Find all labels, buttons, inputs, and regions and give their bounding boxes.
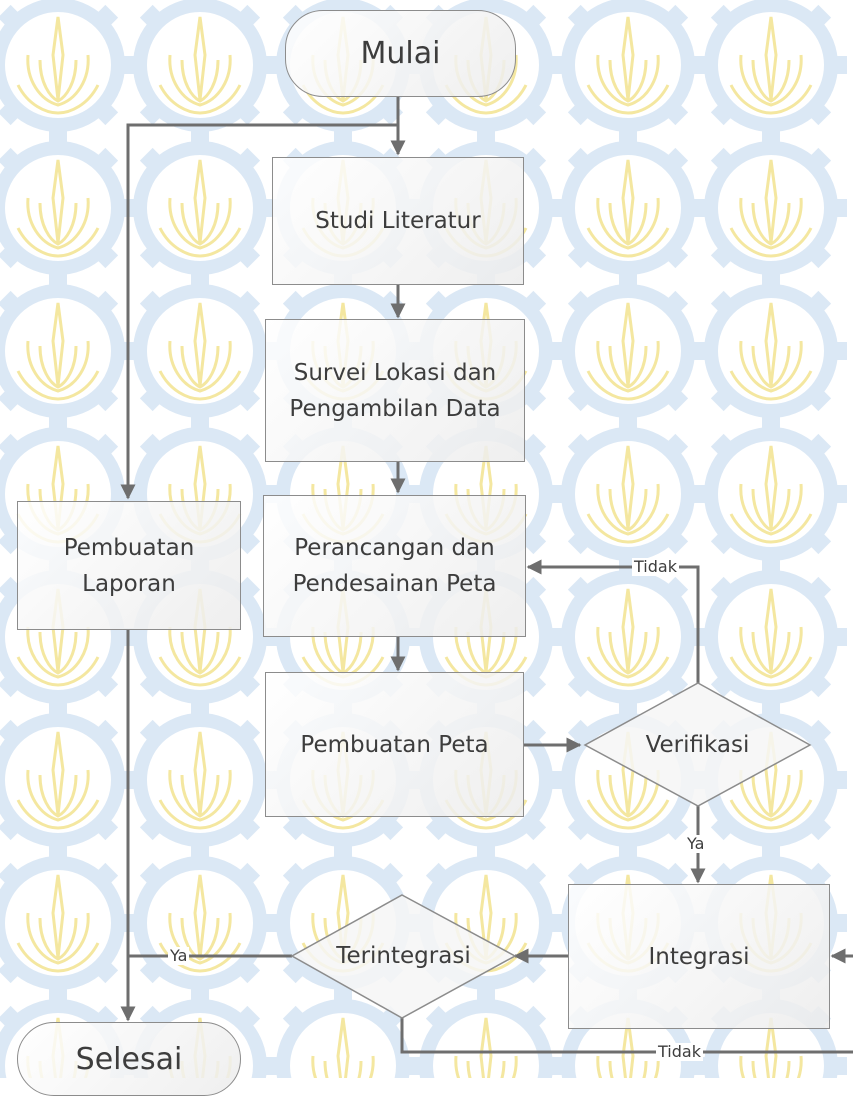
process-survei-lokasi: Survei Lokasi dan Pengambilan Data: [265, 319, 525, 462]
process-studi-literatur: Studi Literatur: [272, 157, 524, 285]
process-perancangan-peta: Perancangan dan Pendesainan Peta: [263, 495, 526, 637]
start-terminal: Mulai: [285, 10, 516, 97]
edge-label-terintegrasi-ya: Ya: [168, 946, 190, 965]
process-pembuatan-laporan: Pembuatan Laporan: [17, 501, 241, 630]
edge-label-terintegrasi-tidak: Tidak: [656, 1042, 703, 1061]
end-terminal: Selesai: [17, 1022, 241, 1096]
edge-split-to-laporan: [120, 123, 398, 500]
edge-label-verifikasi-ya: Ya: [685, 834, 707, 853]
edge-verifikasi-no-to-perancangan: [526, 559, 700, 683]
process-integrasi: Integrasi: [568, 884, 830, 1029]
decision-verifikasi-shape: [583, 682, 812, 807]
decision-terintegrasi-shape: [290, 894, 517, 1019]
process-pembuatan-peta: Pembuatan Peta: [265, 672, 524, 817]
edge-label-verifikasi-tidak: Tidak: [632, 557, 679, 576]
decision-verifikasi-label: Verifikasi: [645, 732, 750, 758]
decision-terintegrasi-label: Terintegrasi: [336, 943, 471, 969]
